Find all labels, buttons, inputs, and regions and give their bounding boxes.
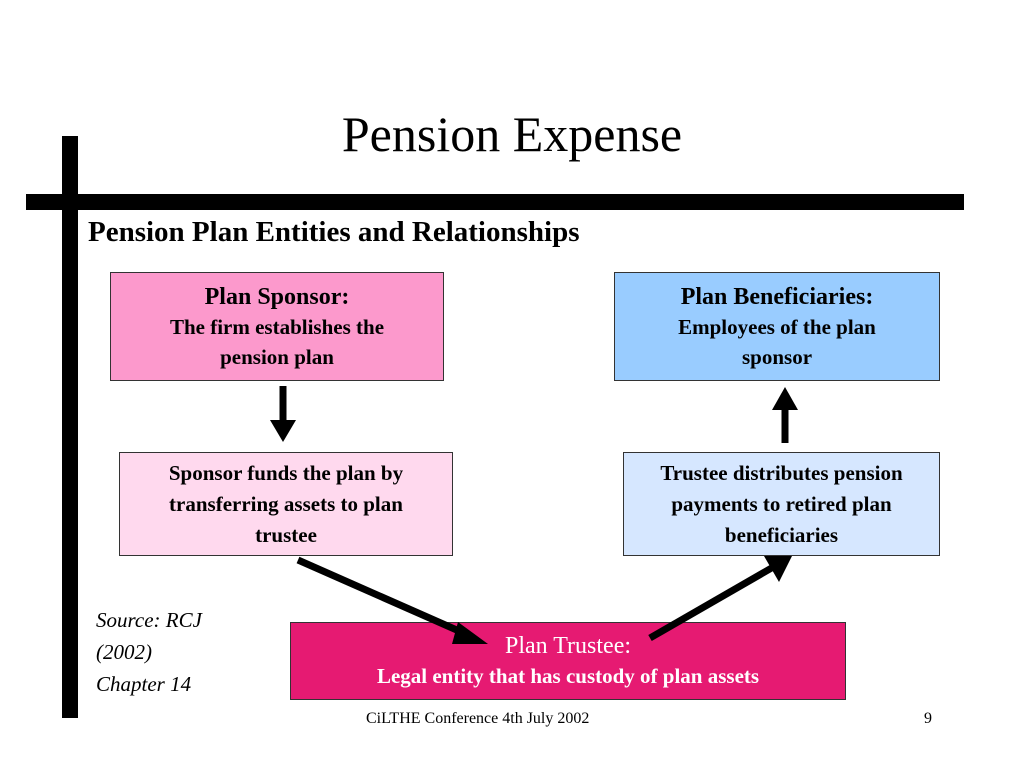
sponsor-funds-text: Sponsor funds the plan by transferring a… bbox=[168, 460, 404, 547]
page-number: 9 bbox=[924, 710, 932, 727]
plan-beneficiaries-heading: Plan Beneficiaries: bbox=[680, 283, 874, 310]
plan-sponsor-heading: Plan Sponsor: bbox=[204, 283, 350, 310]
source-line-1: Source: RCJ bbox=[96, 608, 202, 632]
plan-sponsor-description: The firm establishes the pension plan bbox=[169, 314, 385, 369]
plan-sponsor-box: Plan Sponsor: The firm establishes the p… bbox=[110, 272, 444, 381]
plan-trustee-heading: Plan Trustee: bbox=[504, 633, 632, 659]
plan-trustee-box: Plan Trustee: Legal entity that has cust… bbox=[290, 622, 846, 700]
slide-subtitle: Pension Plan Entities and Relationships bbox=[88, 216, 580, 248]
horizontal-rule bbox=[26, 194, 964, 210]
source-citation: Source: RCJ (2002) Chapter 14 bbox=[96, 604, 202, 700]
source-line-2: (2002) bbox=[96, 640, 152, 664]
footer-text: CiLTHE Conference 4th July 2002 bbox=[366, 710, 590, 727]
trustee-distributes-text: Trustee distributes pension payments to … bbox=[660, 460, 903, 547]
source-line-3: Chapter 14 bbox=[96, 672, 192, 696]
plan-beneficiaries-box: Plan Beneficiaries: Employees of the pla… bbox=[614, 272, 940, 381]
plan-trustee-description: Legal entity that has custody of plan as… bbox=[376, 664, 760, 688]
sponsor-funds-box: Sponsor funds the plan by transferring a… bbox=[119, 452, 453, 556]
slide-title: Pension Expense bbox=[341, 106, 683, 162]
arrow-distrib-to-beneficiaries bbox=[772, 387, 798, 443]
vertical-rule bbox=[62, 136, 78, 718]
arrow-trustee-to-distrib bbox=[648, 556, 792, 642]
trustee-distributes-box: Trustee distributes pension payments to … bbox=[623, 452, 940, 556]
arrow-sponsor-to-funds bbox=[270, 386, 296, 442]
arrow-funds-to-trustee bbox=[296, 556, 488, 644]
plan-beneficiaries-description: Employees of the plan sponsor bbox=[678, 314, 876, 369]
